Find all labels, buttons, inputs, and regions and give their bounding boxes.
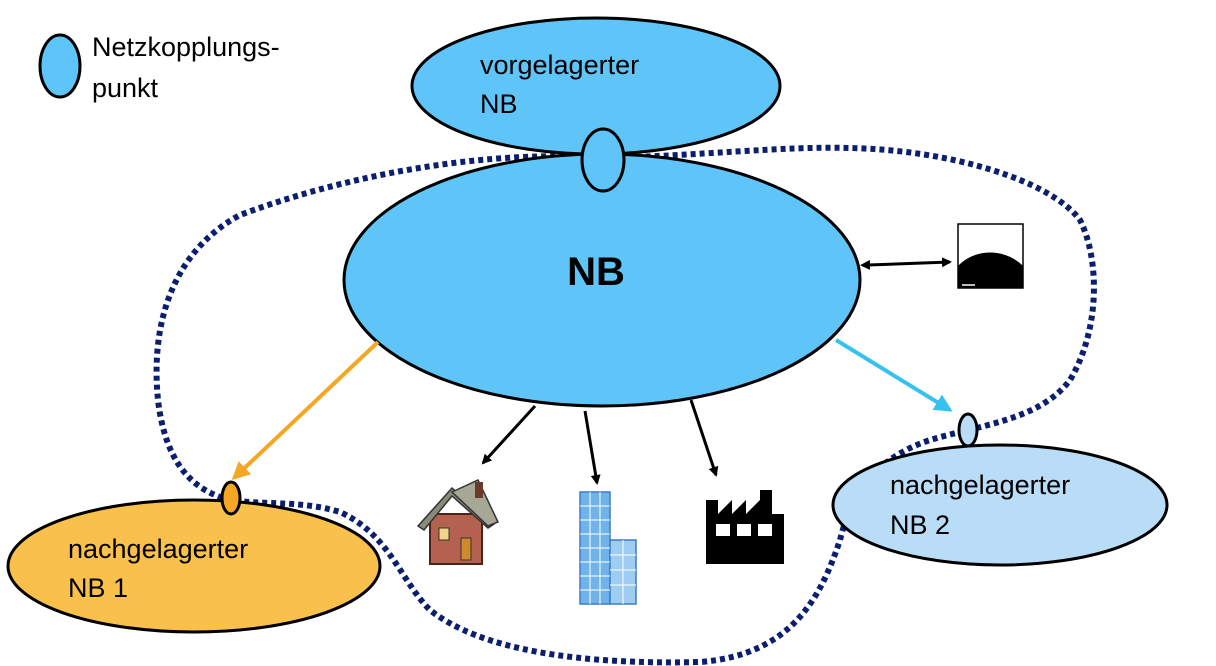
grid-area-boundary (153, 144, 1097, 666)
office-building-icon (579, 491, 637, 605)
arrow-to-nb1 (231, 340, 380, 481)
downstream-operator-2-node (831, 443, 1169, 567)
upstream-operator-label-line1: vorgelagerter (480, 50, 639, 80)
legend-label-line1: Netzkopplungs- (92, 32, 280, 62)
downstream-operator-1-node (6, 498, 382, 634)
downstream-operator-1-label-line2: NB 1 (68, 573, 128, 603)
downstream-operator-1-label-line1: nachgelagerter (68, 534, 248, 564)
arrow-to-nb2 (834, 338, 953, 412)
arrow-to-factory (689, 399, 719, 477)
coupling-point-nb2 (957, 412, 979, 448)
main-operator-label: NB (567, 250, 625, 294)
coupling-point-upstream (580, 127, 626, 193)
house-icon (416, 479, 500, 565)
storage-icon (957, 223, 1024, 289)
coupling-point-legend-icon (38, 33, 82, 99)
coupling-point-nb1 (220, 480, 242, 516)
upstream-operator-label-line2: NB (480, 89, 518, 119)
downstream-operator-2-label-line1: nachgelagerter (890, 470, 1070, 500)
arrow-storage-bidirectional (860, 257, 952, 270)
arrow-to-house (481, 404, 537, 465)
arrow-to-office (583, 410, 601, 485)
legend-label-line2: punkt (92, 73, 159, 103)
downstream-operator-2-label-line2: NB 2 (890, 510, 950, 540)
factory-icon (706, 490, 784, 564)
